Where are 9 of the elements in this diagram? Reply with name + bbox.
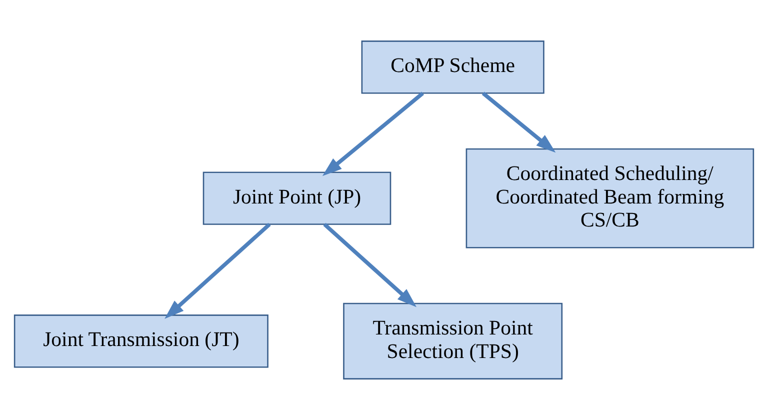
arrow xyxy=(164,222,270,318)
node-box: CoMP Scheme xyxy=(360,40,544,94)
arrow xyxy=(322,91,424,176)
arrow xyxy=(322,222,416,307)
arrow xyxy=(481,91,556,152)
node-box: Joint Point (JP) xyxy=(202,171,391,224)
node-box: Joint Transmission (JT) xyxy=(13,314,268,368)
node-box: Transmission Point Selection (TPS) xyxy=(342,302,562,379)
node-box: Coordinated Scheduling/ Coordinated Beam forming CS/CB xyxy=(465,148,754,248)
